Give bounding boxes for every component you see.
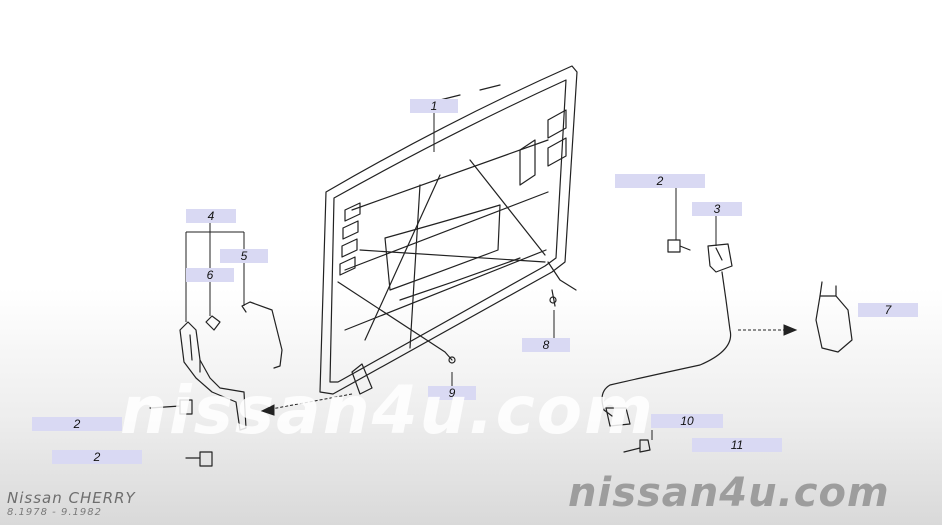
callout-clip: 6 <box>186 268 234 282</box>
brand-model: Nissan CHERRY <box>7 489 136 507</box>
release-cable-line <box>601 271 732 417</box>
callout-stay-rod: 5 <box>220 249 268 263</box>
hinge-part <box>179 321 247 431</box>
brand-period: 8.1978 - 9.1982 <box>7 507 102 518</box>
lock-part <box>707 243 733 273</box>
clip-part <box>205 315 221 331</box>
callout-release-handle: 10 <box>651 414 723 428</box>
callout-lock: 3 <box>692 202 742 216</box>
rubber-stop-part <box>815 295 853 353</box>
callout-hood: 1 <box>410 99 458 113</box>
bolt-lower-part <box>185 451 213 467</box>
callout-screw: 11 <box>692 438 782 452</box>
stay-rod-part <box>241 301 283 369</box>
callout-hinge: 4 <box>186 209 236 223</box>
striker-part <box>547 261 577 307</box>
hood-panel <box>319 65 578 395</box>
bolt-upper-part <box>149 399 193 415</box>
callout-striker: 8 <box>522 338 570 352</box>
callout-hood-cable: 9 <box>428 386 476 400</box>
watermark-bottom: nissan4u.com <box>568 470 890 516</box>
callout-bolt-right: 2 <box>615 174 705 188</box>
callout-bolt-hinge-bottom: 2 <box>52 450 142 464</box>
callout-rubber-stop: 7 <box>858 303 918 317</box>
watermark-center: nissan4u.com <box>120 372 655 449</box>
callout-bolt-hinge-top: 2 <box>32 417 122 431</box>
